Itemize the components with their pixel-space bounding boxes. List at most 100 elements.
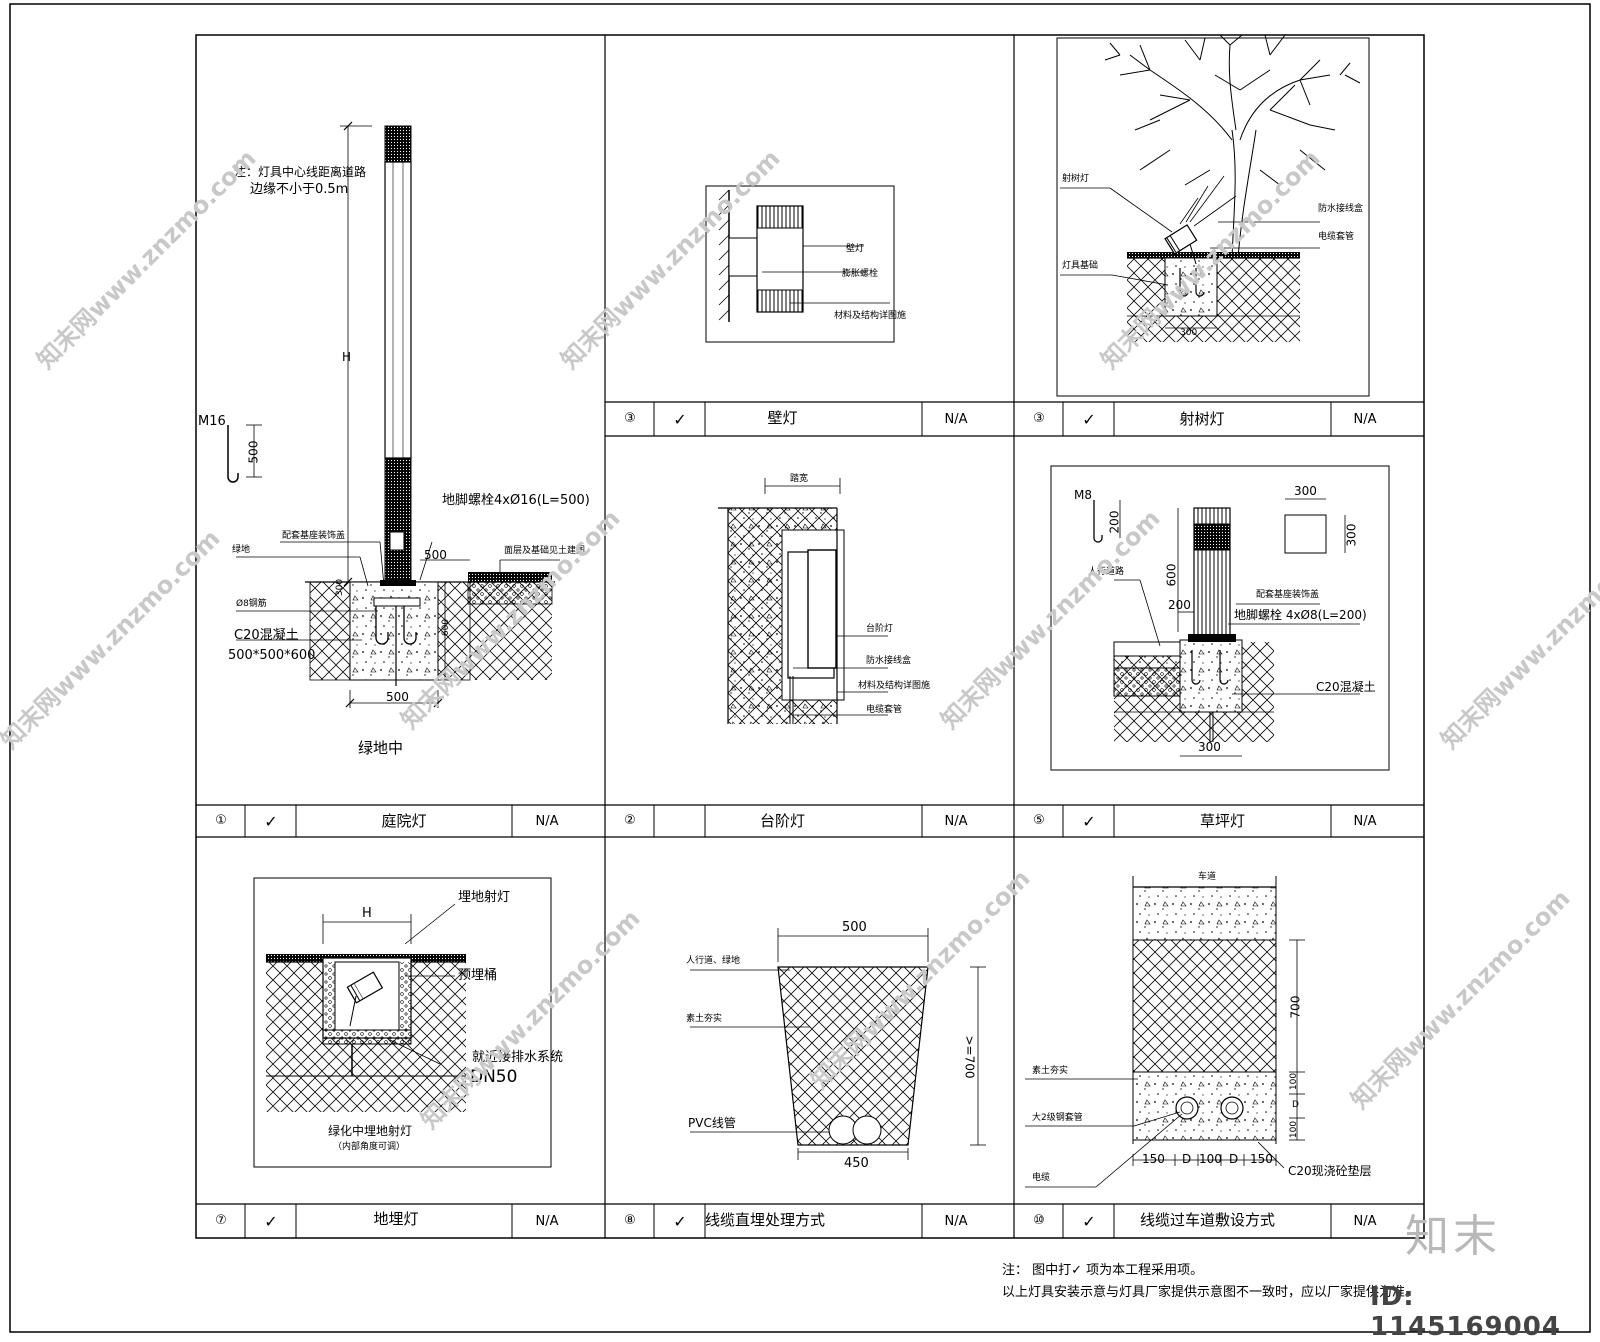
caption-name-3: 草坪灯 <box>1199 812 1245 830</box>
step-detail-label: 材料及结构详图施 <box>858 681 931 691</box>
caption-num-7: ⑧ <box>624 1213 636 1228</box>
step-light-label: 台阶灯 <box>866 624 894 634</box>
buried-light-drawing <box>253 877 552 1168</box>
caption-na-8: N/A <box>1353 1214 1377 1229</box>
caption-na-4: N/A <box>944 412 968 427</box>
buried-caption-2: （内部角度可调） <box>333 1142 406 1152</box>
caption-check-7: ✓ <box>673 1212 687 1231</box>
burial-surface-label: 人行道、绿地 <box>686 956 741 966</box>
burial-soil-label: 素土夯实 <box>686 1014 723 1024</box>
caption-na-6: N/A <box>535 1214 559 1229</box>
lawn-base-depth: 300 <box>1344 523 1359 547</box>
buried-width-label: H <box>362 906 372 921</box>
caption-num-6: ⑦ <box>215 1213 227 1228</box>
buried-sleeve-label: 预埋桶 <box>458 968 498 983</box>
step-light-drawing <box>718 478 888 724</box>
lawn-light-drawing <box>1050 465 1390 771</box>
caption-na-1: N/A <box>535 814 559 829</box>
buried-caption-1: 绿化中埋地射灯 <box>328 1124 413 1138</box>
buried-dn50-label: DN50 <box>470 1067 518 1087</box>
crossing-cable-label: 电缆 <box>1032 1173 1051 1183</box>
tree-light-label: 射树灯 <box>1062 174 1090 184</box>
garden-light-drawing <box>227 121 560 708</box>
lawn-bolt-label: 地脚螺栓 4xØ8(L=200) <box>1234 608 1367 622</box>
garden-caption: 绿地中 <box>358 739 404 757</box>
buried-drain-label: 就近接排水系统 <box>472 1050 564 1065</box>
caption-name-5: 射树灯 <box>1179 410 1225 428</box>
lawn-c20-label: C20混凝土 <box>1316 680 1376 694</box>
crossing-bottom-Db: D <box>1229 1152 1239 1166</box>
garden-footing-size: 500*500*600 <box>228 648 316 663</box>
caption-na-7: N/A <box>944 1214 968 1229</box>
crossing-depth-100b: 100 <box>1289 1120 1300 1139</box>
garden-green-label: 绿地 <box>232 545 251 555</box>
garden-note-line1: 注：灯具中心线距离道路 <box>234 165 367 179</box>
garden-c20-label: C20混凝土 <box>234 628 299 643</box>
lawn-setback-200: 200 <box>1168 598 1191 612</box>
wall-light-label: 壁灯 <box>846 244 865 254</box>
crossing-road-label: 车道 <box>1198 872 1217 882</box>
lawn-road-label: 人行道路 <box>1088 567 1125 577</box>
wall-bolt-label: 膨胀螺栓 <box>842 269 879 279</box>
crossing-bed-label: C20现浇砼垫层 <box>1288 1164 1372 1178</box>
caption-name-2: 台阶灯 <box>759 812 805 830</box>
lawn-height-600: 600 <box>1164 563 1179 587</box>
garden-height-label: H <box>342 350 352 364</box>
tree-footing-label: 灯具基础 <box>1062 261 1099 271</box>
wall-light-drawing <box>705 185 895 343</box>
caption-check-4: ✓ <box>673 410 687 429</box>
tree-conduit-label: 电缆套管 <box>1318 232 1355 242</box>
garden-depth-600: 600 <box>441 618 452 637</box>
tree-box-label: 防水接线盒 <box>1318 204 1364 214</box>
caption-num-4: ③ <box>624 411 636 426</box>
caption-na-3: N/A <box>1353 814 1377 829</box>
caption-num-5: ③ <box>1033 411 1045 426</box>
step-width-label: 踏宽 <box>790 474 809 484</box>
garden-bottom-500: 500 <box>386 690 409 704</box>
garden-note-line2: 边缘不小于0.5m <box>250 182 349 197</box>
burial-pvc-label: PVC线管 <box>688 1116 736 1130</box>
lawn-bottom-300: 300 <box>1198 740 1221 754</box>
garden-depth-300: 300 <box>335 578 346 597</box>
crossing-bottom-150b: 150 <box>1250 1152 1273 1166</box>
crossing-bottom-150a: 150 <box>1142 1152 1165 1166</box>
crossing-bottom-100: 100 <box>1199 1152 1222 1166</box>
caption-name-7: 线缆直埋处理方式 <box>705 1211 826 1229</box>
tree-width-300: 300 <box>1180 328 1198 338</box>
caption-num-2: ② <box>624 813 636 828</box>
crossing-depth-D: D <box>1292 1100 1299 1110</box>
burial-depth: >=700 <box>962 1035 977 1079</box>
wall-detail-label: 材料及结构详图施 <box>834 311 907 321</box>
crossing-pipe-label: 大2级钢套管 <box>1032 1113 1083 1123</box>
caption-name-1: 庭院灯 <box>381 812 427 830</box>
caption-na-2: N/A <box>944 814 968 829</box>
caption-check-6: ✓ <box>264 1212 278 1231</box>
crossing-bottom-Da: D <box>1182 1152 1192 1166</box>
caption-name-6: 地埋灯 <box>373 1210 419 1228</box>
lawn-cover-label: 配套基座装饰盖 <box>1256 590 1320 600</box>
garden-bolt-label: 地脚螺栓4xØ16(L=500) <box>442 493 590 508</box>
caption-num-8: ⑩ <box>1033 1213 1045 1228</box>
image-id: ID: 1145169004 <box>1370 1282 1561 1342</box>
step-box-label: 防水接线盒 <box>866 656 912 666</box>
caption-na-5: N/A <box>1353 412 1377 427</box>
caption-name-4: 壁灯 <box>767 409 798 427</box>
crossing-depth-700: 700 <box>1288 995 1303 1019</box>
buried-light-label: 埋地射灯 <box>458 890 511 905</box>
garden-m16-label: M16 <box>198 414 226 429</box>
garden-offset-500: 500 <box>424 548 447 562</box>
caption-check-3: ✓ <box>1082 812 1096 831</box>
crossing-soil-label: 素土夯实 <box>1032 1066 1069 1076</box>
crossing-depth-100a: 100 <box>1289 1072 1300 1091</box>
caption-check-8: ✓ <box>1082 1212 1096 1231</box>
direct-burial-drawing <box>690 928 986 1160</box>
caption-check-5: ✓ <box>1082 410 1096 429</box>
garden-rebar-label: Ø8钢筋 <box>236 599 267 609</box>
burial-bottom-width: 450 <box>844 1156 869 1171</box>
caption-name-8: 线缆过车道敷设方式 <box>1140 1211 1276 1229</box>
caption-check-1: ✓ <box>264 812 278 831</box>
lawn-m8-label: M8 <box>1074 488 1092 502</box>
road-crossing-drawing <box>1025 876 1305 1188</box>
